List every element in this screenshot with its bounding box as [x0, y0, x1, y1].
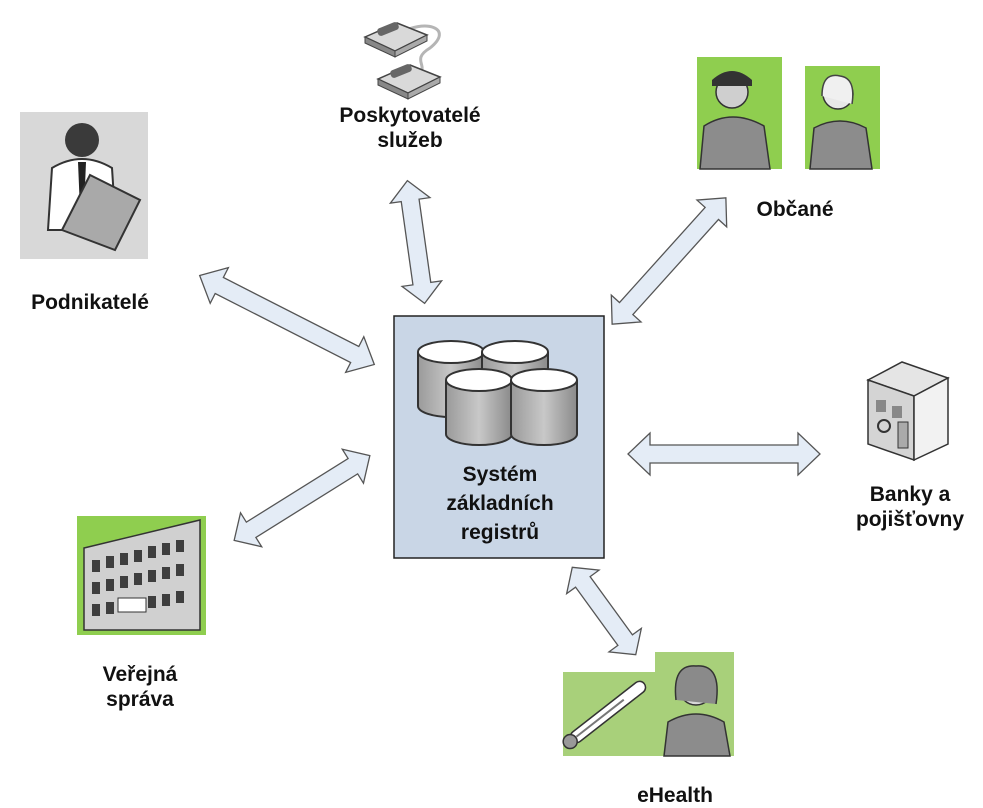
government-building-icon [77, 516, 206, 635]
bank-building-icon [866, 361, 950, 462]
arrow-providers [388, 179, 444, 305]
arrow-ehealth [565, 566, 643, 656]
citizens-label: Občané [730, 197, 860, 222]
providers-label-line1: Poskytovatelé [339, 104, 481, 127]
ehealth-icon [562, 652, 734, 757]
banks-label-line1: Banky a [869, 483, 951, 506]
center-label-line3: registrů [460, 521, 540, 544]
providers-label: Poskytovatelé služeb [300, 103, 520, 153]
banks-label: Banky a pojišťovny [840, 482, 980, 532]
citizens-label-line1: Občané [756, 198, 834, 221]
telephones-icon [363, 22, 442, 100]
center-label-line1: Systém [462, 463, 538, 486]
entrepreneurs-label-line1: Podnikatelé [31, 291, 149, 314]
citizens-icon [697, 57, 880, 170]
banks-label-line2: pojišťovny [855, 508, 965, 531]
public-admin-label-line2: správa [106, 688, 174, 711]
arrow-entrepreneurs [198, 266, 376, 374]
public-admin-label-line1: Veřejná [102, 663, 178, 686]
arrow-citizens [610, 197, 728, 325]
center-label: Systém základních registrů [395, 460, 605, 547]
arrow-banks [627, 431, 821, 477]
public-admin-label: Veřejná správa [70, 662, 210, 712]
ehealth-label: eHealth [615, 783, 735, 808]
entrepreneurs-label: Podnikatelé [0, 290, 180, 315]
businessman-laptop-icon [20, 112, 148, 259]
arrow-public-admin [233, 448, 371, 548]
ehealth-label-line1: eHealth [637, 784, 713, 807]
providers-label-line2: služeb [377, 129, 443, 152]
center-label-line2: základních [446, 492, 554, 515]
